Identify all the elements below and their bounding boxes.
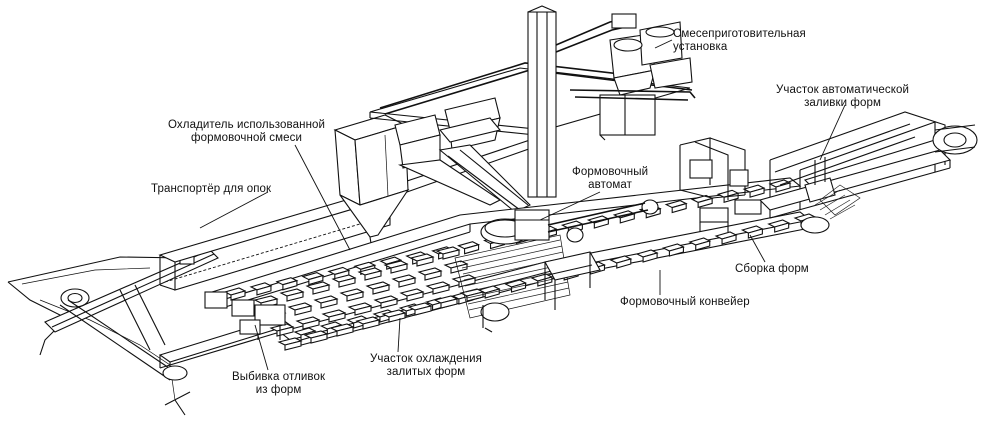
cooling-flask-1-4-side <box>372 284 390 295</box>
cooling-flask-2-4-side <box>380 298 398 309</box>
cooling-flask-3-6-side <box>440 298 458 309</box>
flask-front-15-side <box>695 240 711 251</box>
molding-automat <box>480 199 659 245</box>
label-auto-pouring: Участок автоматической заливки форм <box>776 84 909 110</box>
label-molding-conveyor: Формовочный конвейер <box>620 296 750 309</box>
cooling-flask-1-1-side <box>294 305 312 316</box>
mixing-plant <box>569 13 696 141</box>
flask-back-1-side <box>256 285 272 296</box>
label-molding-automat-line1: Формовочный <box>572 166 649 178</box>
flask-front-8-side <box>510 282 527 293</box>
label-flask-transporter-line1: Транспортёр для опок <box>151 183 272 195</box>
flask-back-15-side <box>619 213 635 224</box>
flask-front-18-side <box>774 222 790 233</box>
label-cooling-section: Участок охлаждения залитых форм <box>370 353 482 379</box>
cooling-flask-0-7-side <box>442 249 460 260</box>
cooling-flask-1-7-side <box>450 263 468 274</box>
cooling-flask-1-5-side <box>398 277 416 288</box>
cooling-flask-2-1-side <box>302 319 320 330</box>
label-auto-pouring-line2: заливки форм <box>804 97 881 109</box>
cooling-flask-3-2-side <box>336 326 354 337</box>
flask-front-7-side <box>484 288 500 299</box>
cooling-flask-3-3-side <box>362 319 380 330</box>
cooling-flask-0-4-side <box>364 270 382 281</box>
cooling-flask-0-2-side <box>312 284 330 295</box>
label-knockout: Выбивка отливок из форм <box>232 371 325 397</box>
cooling-flask-2-0-side <box>276 326 294 337</box>
knockout-inclined-conveyor <box>44 249 219 381</box>
label-mold-assembly-line1: Сборка форм <box>735 263 809 275</box>
cooling-flask-3-1-side <box>310 333 328 344</box>
mold-assembly-frame <box>679 137 762 232</box>
cooling-flask-2-5-side <box>406 291 424 302</box>
cooling-flask-1-3-side <box>346 291 364 302</box>
knockout-machine <box>204 291 286 340</box>
label-sand-cooler: Охладитель использованной формовочной см… <box>168 119 325 145</box>
label-molding-automat: Формовочный автомат <box>572 166 648 192</box>
cooling-flask-2-3-side <box>354 305 372 316</box>
flask-front-12-side <box>616 258 632 269</box>
flask-back-18-side <box>697 197 713 209</box>
label-mixing-plant: Смесеприготовительная установка <box>673 28 806 54</box>
label-auto-pouring-line1: Участок автоматической <box>776 84 910 96</box>
cooling-flask-0-1-side <box>286 291 304 302</box>
cooling-flask-2-6-side <box>432 284 450 295</box>
flask-back-20-side <box>749 187 765 198</box>
flask-back-3-side <box>308 274 324 286</box>
flask-front-13-side <box>642 252 658 263</box>
cooling-flask-0-3-side <box>338 277 356 288</box>
label-mold-assembly: Сборка форм <box>735 263 809 276</box>
flask-back-0-side <box>230 290 246 301</box>
leader-lines <box>199 39 846 371</box>
label-mixing-plant-line1: Смесеприготовительная <box>673 28 806 40</box>
flask-back-21-side <box>775 182 791 193</box>
label-cooling-section-line2: залитых форм <box>386 366 466 378</box>
label-sand-cooler-line1: Охладитель использованной <box>168 119 326 131</box>
label-cooling-section-line1: Участок охлаждения <box>370 353 482 365</box>
front-assembly-station <box>544 251 601 310</box>
cooling-flask-2-2-side <box>328 312 346 323</box>
cooling-flask-1-2-side <box>320 298 338 309</box>
flask-front-14-side <box>668 246 684 257</box>
flask-front-17-side <box>747 228 763 239</box>
flask-back-17-side <box>671 202 687 214</box>
cooling-flask-2-7-side <box>458 277 476 288</box>
cooling-flask-0-5-side <box>390 263 408 274</box>
front-end-rollers <box>480 124 978 333</box>
label-sand-cooler-line2: формовочной смеси <box>191 132 302 144</box>
label-mixing-plant-line2: установка <box>673 41 728 53</box>
flask-back-9-side <box>464 243 480 255</box>
cooling-flask-0-6-side <box>416 256 434 267</box>
cooling-flask-1-6-side <box>424 270 442 281</box>
flask-front-16-side <box>721 234 737 245</box>
label-molding-conveyor-line1: Формовочный конвейер <box>620 296 750 308</box>
label-flask-transporter: Транспортёр для опок <box>151 183 271 196</box>
cooling-flask-3-0-side <box>284 340 302 351</box>
sand-feed-chute <box>397 144 531 213</box>
flask-back-2-side <box>282 279 298 291</box>
cooling-flask-3-5-side <box>414 305 432 316</box>
cooling-flask-3-4-side <box>388 312 406 323</box>
sand-cooler-hopper <box>333 114 410 251</box>
label-molding-automat-line2: автомат <box>588 179 632 191</box>
label-knockout-line1: Выбивка отливок <box>232 371 326 383</box>
label-knockout-line2: из форм <box>255 384 302 396</box>
pouring-section <box>758 111 952 220</box>
